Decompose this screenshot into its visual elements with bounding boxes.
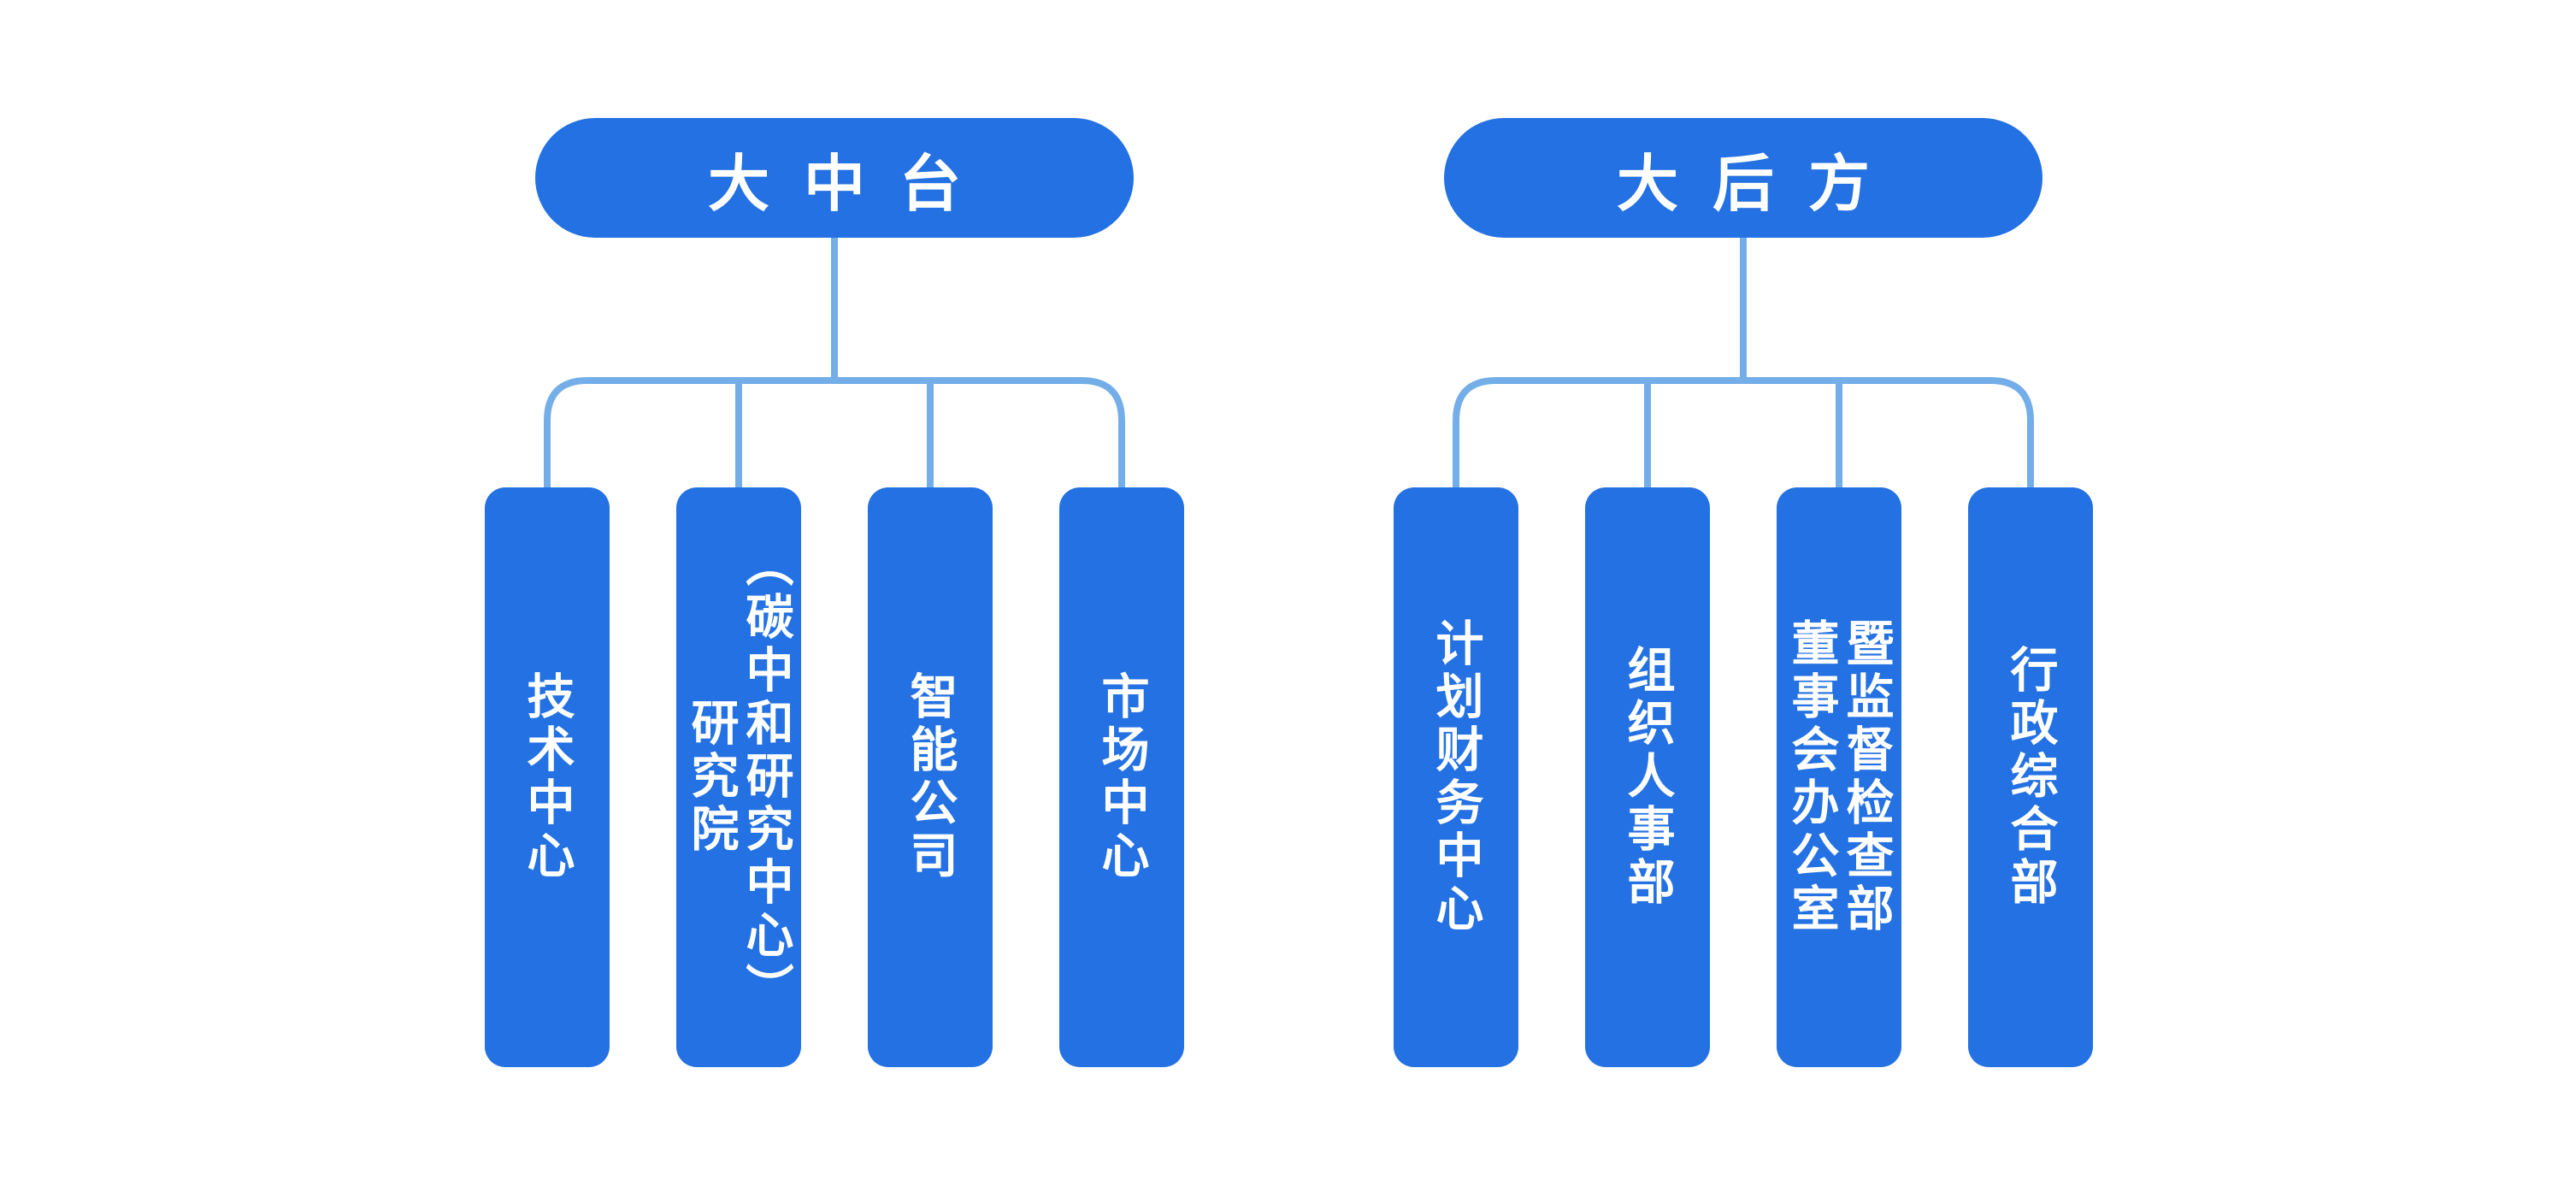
dept-node-label: 行政综合部 <box>2004 645 2058 910</box>
dept-node-yanjiuyuan[interactable]: 研究院 （碳中和研究中心） <box>676 487 801 1067</box>
root-node-da-hou-fang[interactable]: 大后方 <box>1444 118 2043 238</box>
root-node-da-zhong-tai[interactable]: 大中台 <box>535 118 1134 238</box>
dept-node-jishu-zhongxin[interactable]: 技术中心 <box>485 487 610 1067</box>
dept-node-label: 计划财务中心 <box>1429 618 1483 936</box>
dept-node-jihua-caiwu-zhongxin[interactable]: 计划财务中心 <box>1394 487 1518 1067</box>
dept-node-label: 董事会办公室 暨监督检查部 <box>1785 618 1894 936</box>
dept-node-label: 市场中心 <box>1095 671 1149 883</box>
dept-node-zhineng-gongsi[interactable]: 智能公司 <box>868 487 993 1067</box>
root-node-title: 大后方 <box>1616 150 1904 219</box>
root-node-title: 大中台 <box>707 150 995 219</box>
dept-node-label: 研究院 （碳中和研究中心） <box>685 539 793 1016</box>
dept-node-dongshihui-bangongshi[interactable]: 董事会办公室 暨监督检查部 <box>1777 487 1901 1067</box>
connector-rail-group1 <box>544 377 1125 487</box>
connector-rail-group2 <box>1453 377 2034 487</box>
dept-node-shichang-zhongxin[interactable]: 市场中心 <box>1059 487 1184 1067</box>
dept-node-zuzhi-renshi-bu[interactable]: 组织人事部 <box>1585 487 1710 1067</box>
dept-node-label: 组织人事部 <box>1621 645 1675 910</box>
dept-node-label: 技术中心 <box>521 671 575 883</box>
dept-node-xingzheng-zonghe-bu[interactable]: 行政综合部 <box>1968 487 2093 1067</box>
dept-node-label: 智能公司 <box>904 671 958 883</box>
